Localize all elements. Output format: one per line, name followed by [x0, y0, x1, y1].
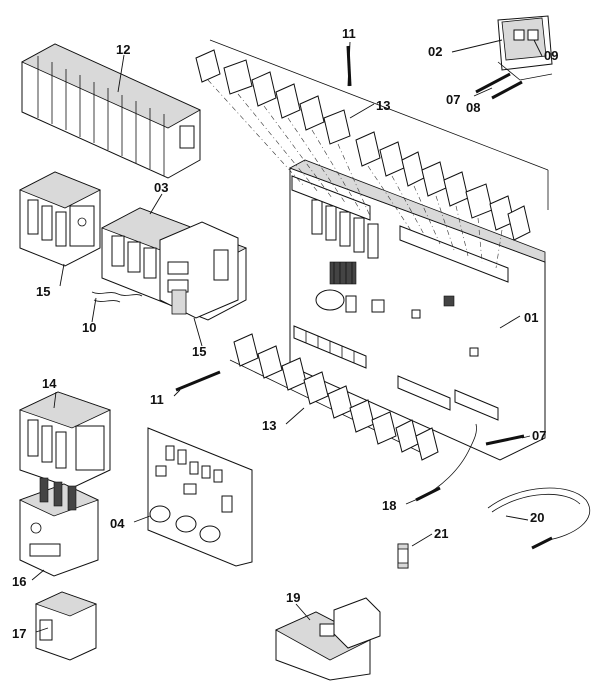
contactor-assembly-upper [19, 171, 101, 267]
callout-13-upper: 13 [376, 98, 390, 113]
din-rail-modules [21, 43, 201, 179]
capillary-sensor [487, 487, 591, 550]
callout-10: 10 [82, 320, 96, 335]
callout-01: 01 [524, 310, 538, 325]
enclosure-box [275, 597, 381, 681]
terminal-plug-row-upper [195, 39, 549, 269]
wire-lead [91, 291, 143, 303]
callout-07-upper: 07 [446, 92, 460, 107]
callout-labels: 12 03 15 10 15 11 13 02 09 07 08 01 11 1… [12, 26, 558, 641]
callout-18: 18 [382, 498, 396, 513]
display-module [497, 15, 553, 81]
callout-19: 19 [286, 590, 300, 605]
callout-04: 04 [110, 516, 125, 531]
transformer [34, 591, 98, 661]
leader-lines [31, 39, 543, 633]
callout-15-upper: 15 [36, 284, 50, 299]
callout-15-lower: 15 [192, 344, 206, 359]
callout-08: 08 [466, 100, 480, 115]
contactor-assembly-lower [18, 391, 112, 489]
callout-09: 09 [544, 48, 558, 63]
callout-07-right: 07 [532, 428, 546, 443]
callout-16: 16 [12, 574, 26, 589]
callout-13-lower: 13 [262, 418, 276, 433]
callout-14: 14 [42, 376, 57, 391]
interface-board [147, 427, 253, 567]
callout-11-lower: 11 [150, 392, 164, 407]
probe-pair [475, 72, 523, 100]
overload-relay [18, 477, 100, 577]
callout-17: 17 [12, 626, 26, 641]
callout-03: 03 [154, 180, 168, 195]
callout-11-upper: 11 [342, 26, 356, 41]
callout-20: 20 [530, 510, 544, 525]
callout-21: 21 [434, 526, 448, 541]
callout-12: 12 [116, 42, 130, 57]
sensor-right [485, 434, 525, 446]
relay-assembly [101, 207, 247, 321]
fuse [397, 543, 409, 569]
terminal-plug-row-lower [229, 333, 439, 461]
callout-02: 02 [428, 44, 442, 59]
sensor-lower [175, 370, 221, 392]
main-control-board [289, 159, 546, 461]
